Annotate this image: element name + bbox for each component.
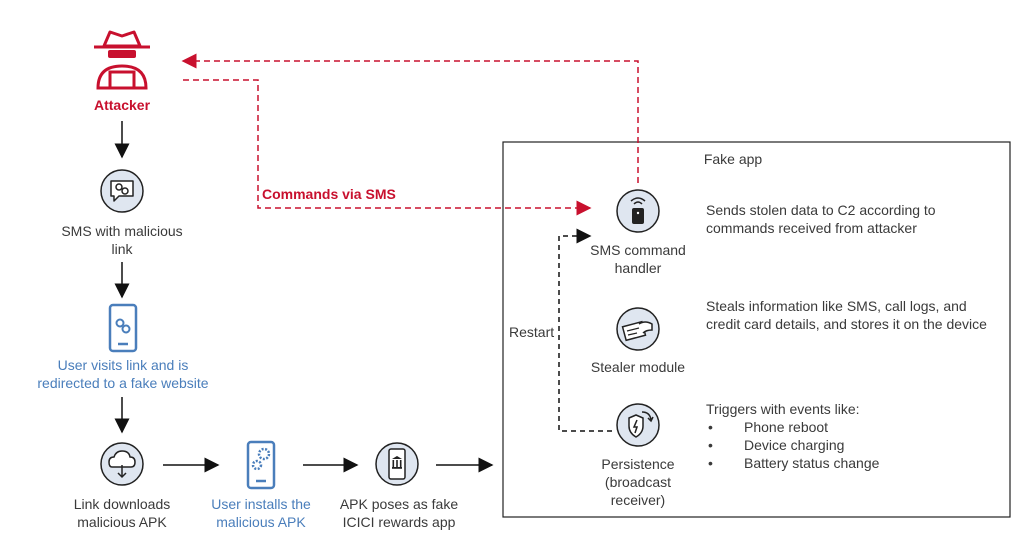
- bank-app-icon: [375, 442, 419, 486]
- persistence-label: Persistence (broadcast receiver): [601, 456, 675, 508]
- commands-via-sms-label: Commands via SMS: [262, 186, 396, 202]
- sms-handler-label: SMS command handler: [590, 242, 686, 276]
- persistence-event: Device charging: [706, 436, 986, 454]
- fake-app-title: Fake app: [703, 151, 763, 167]
- download-step-label: Link downloads malicious APK: [73, 496, 171, 530]
- attacker-icon: [94, 30, 150, 90]
- restart-arrow: [558, 228, 612, 432]
- fake-app-box: [502, 141, 1011, 518]
- sms-step-label: SMS with malicious link: [61, 223, 183, 257]
- persistence-events-list: Phone reboot Device charging Battery sta…: [706, 418, 986, 472]
- attacker-label: Attacker: [93, 97, 151, 113]
- sms-handler-icon: [616, 189, 660, 233]
- exfil-arrow: [181, 53, 639, 183]
- apk-step-label: APK poses as fake ICICI rewards app: [339, 496, 459, 530]
- phone-link-icon: [108, 303, 138, 353]
- restart-label: Restart: [509, 323, 557, 341]
- persistence-event: Phone reboot: [706, 418, 986, 436]
- persistence-event: Battery status change: [706, 454, 986, 472]
- download-icon: [100, 442, 144, 486]
- sms-handler-desc: Sends stolen data to C2 according to com…: [706, 202, 936, 236]
- persistence-shield-icon: [616, 403, 660, 447]
- stealer-module-icon: [616, 307, 660, 351]
- stealer-desc: Steals information like SMS, call logs, …: [706, 298, 987, 332]
- stealer-module-label: Stealer module: [590, 359, 686, 375]
- phone-install-icon: [246, 440, 276, 490]
- persistence-desc: Triggers with events like: Phone reboot …: [706, 400, 986, 472]
- persistence-desc-heading: Triggers with events like:: [706, 401, 860, 417]
- sms-link-icon: [100, 169, 144, 213]
- visit-step-label: User visits link and is redirected to a …: [37, 357, 209, 391]
- install-step-label: User installs the malicious APK: [211, 496, 311, 530]
